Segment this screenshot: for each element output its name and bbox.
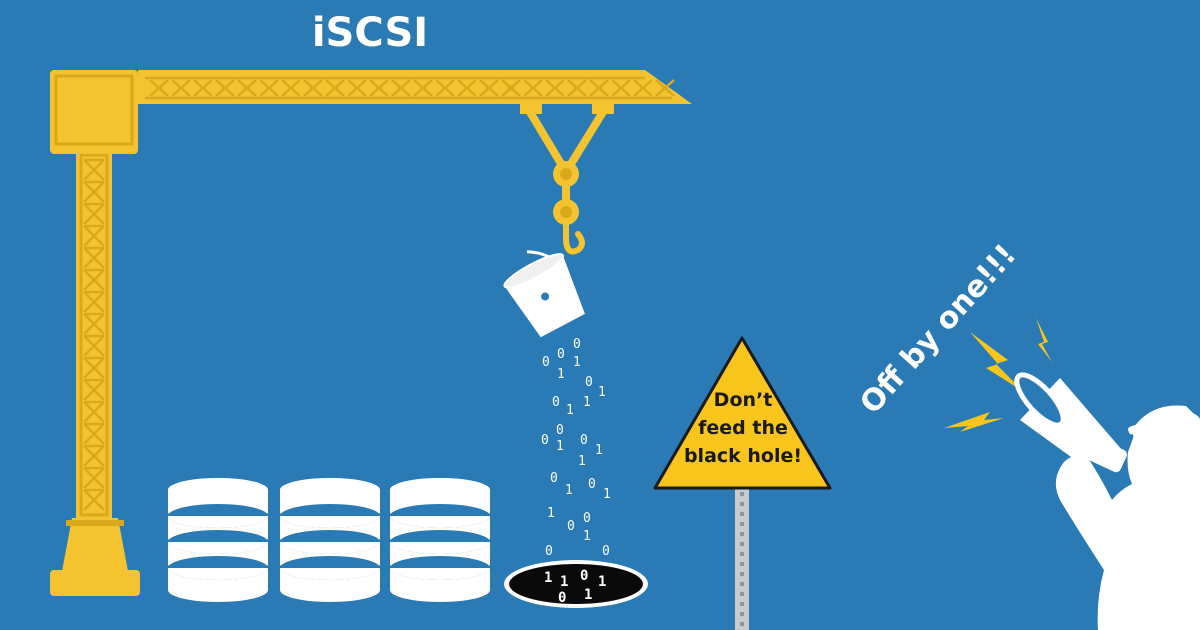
falling-bit: 1 [603,487,611,502]
hole-bit: 1 [544,570,553,586]
falling-bit: 0 [580,433,588,448]
database-icon [168,478,490,602]
falling-bit: 1 [565,483,573,498]
black-hole-icon [504,560,648,608]
falling-bit: 0 [541,433,549,448]
hole-bit: 1 [598,574,607,590]
falling-bit: 0 [585,375,593,390]
falling-bit: 0 [550,471,558,486]
falling-bit: 0 [583,511,591,526]
page-title: iSCSI [311,10,429,56]
falling-bit: 1 [583,529,591,544]
falling-bit: 0 [552,395,560,410]
crane-icon [50,70,692,596]
falling-bit: 1 [557,367,565,382]
falling-bit: 1 [578,454,586,469]
database-icon [390,478,490,602]
falling-bit: 0 [557,347,565,362]
lightning-icon [944,318,1052,432]
sign-line-2: feed the [698,417,788,439]
bucket-icon [503,250,585,338]
falling-bit: 1 [598,385,606,400]
sign-line-1: Don’t [713,389,773,411]
falling-bit: 0 [542,355,550,370]
sign-line-3: black hole! [683,445,803,467]
falling-bit: 0 [545,544,553,559]
falling-bit: 1 [595,443,603,458]
falling-bit: 0 [567,519,575,534]
database-icon [280,478,380,602]
hole-bit: 1 [560,574,569,590]
person-silhouette-icon [1055,405,1200,630]
falling-bit: 0 [556,423,564,438]
falling-bit: 1 [566,403,574,418]
hole-bit: 0 [580,568,589,584]
hole-bit: 0 [558,590,567,606]
database-icon [168,478,268,602]
falling-bit: 1 [556,439,564,454]
falling-bit: 0 [588,477,596,492]
megaphone-icon [1014,372,1127,473]
warning-sign-icon [653,336,832,630]
falling-bit: 1 [583,395,591,410]
hole-bit: 1 [584,587,593,603]
falling-bit: 1 [573,355,581,370]
falling-bit: 0 [602,544,610,559]
warning-sign-text: Don’t feed the black hole! [665,386,821,470]
falling-bit: 0 [573,337,581,352]
falling-bit: 1 [547,506,555,521]
